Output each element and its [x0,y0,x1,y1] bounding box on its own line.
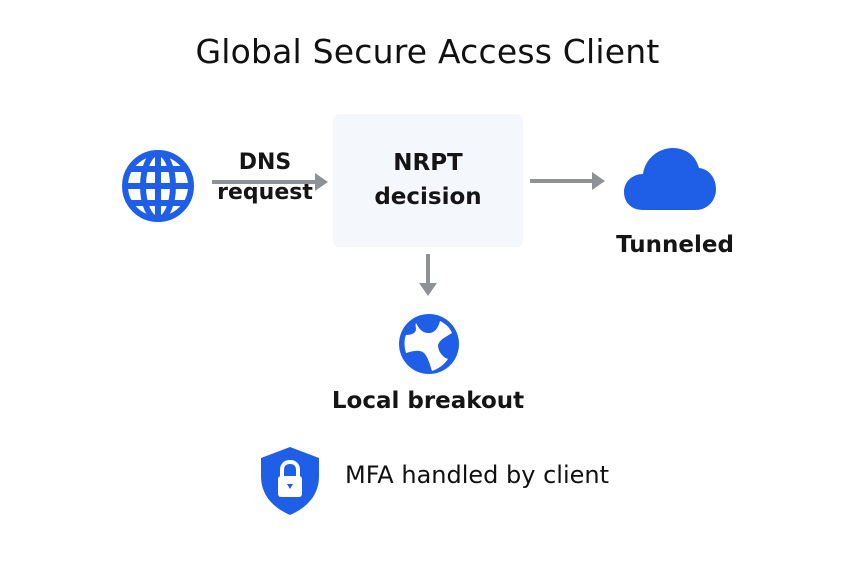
decision-label-line1: NRPT [393,150,463,177]
local-breakout-label: Local breakout [331,388,525,414]
globe-breakout-icon [398,313,460,375]
arrow-decision-to-local-breakout [419,254,437,296]
shield-lock-icon [259,446,321,516]
dns-request-label: DNS request [213,148,317,207]
mfa-note: MFA handled by client [345,461,609,489]
nrpt-decision-box: NRPT decision [333,114,523,247]
cloud-icon [623,146,717,212]
arrow-decision-to-tunneled [530,172,605,190]
decision-label-line2: decision [374,183,482,210]
arrow-dns-to-decision [212,173,328,191]
diagram-title: Global Secure Access Client [195,32,660,71]
dns-label-line1: DNS [238,150,292,175]
globe-icon [121,149,195,223]
tunneled-label: Tunneled [616,232,734,258]
